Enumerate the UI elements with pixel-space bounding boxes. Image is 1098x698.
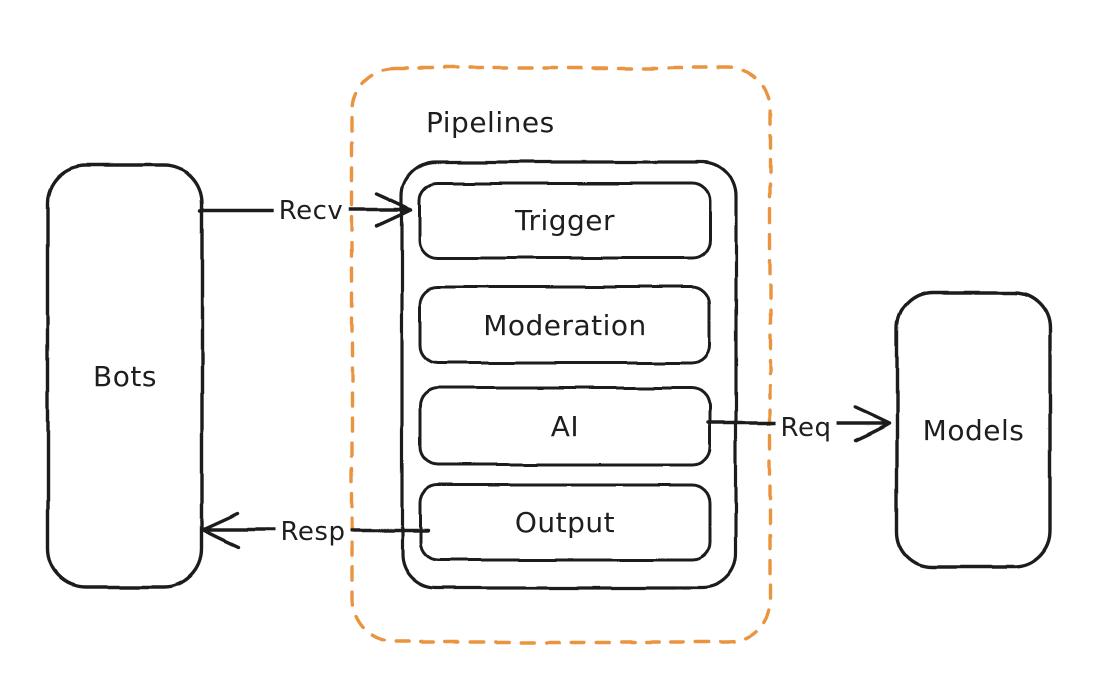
ai-label: AI <box>550 410 580 443</box>
resp-edge-label: Resp <box>275 517 351 547</box>
bots-box <box>46 163 204 589</box>
trigger-label: Trigger <box>514 204 616 237</box>
recv-edge-label: Recv <box>273 196 349 226</box>
pipeline-container-box <box>400 160 738 590</box>
trigger-box <box>418 181 712 260</box>
ai-box <box>418 386 712 467</box>
moderation-box <box>418 285 712 365</box>
models-label: Models <box>922 413 1025 447</box>
output-box <box>418 483 712 562</box>
req-edge-label: Req <box>775 413 837 443</box>
output-label: Output <box>514 506 616 539</box>
moderation-label: Moderation <box>483 308 647 342</box>
pipelines-group-label: Pipelines <box>426 106 555 139</box>
models-box <box>895 291 1052 569</box>
pipelines-group-box <box>350 66 772 644</box>
bots-label: Bots <box>93 359 157 393</box>
